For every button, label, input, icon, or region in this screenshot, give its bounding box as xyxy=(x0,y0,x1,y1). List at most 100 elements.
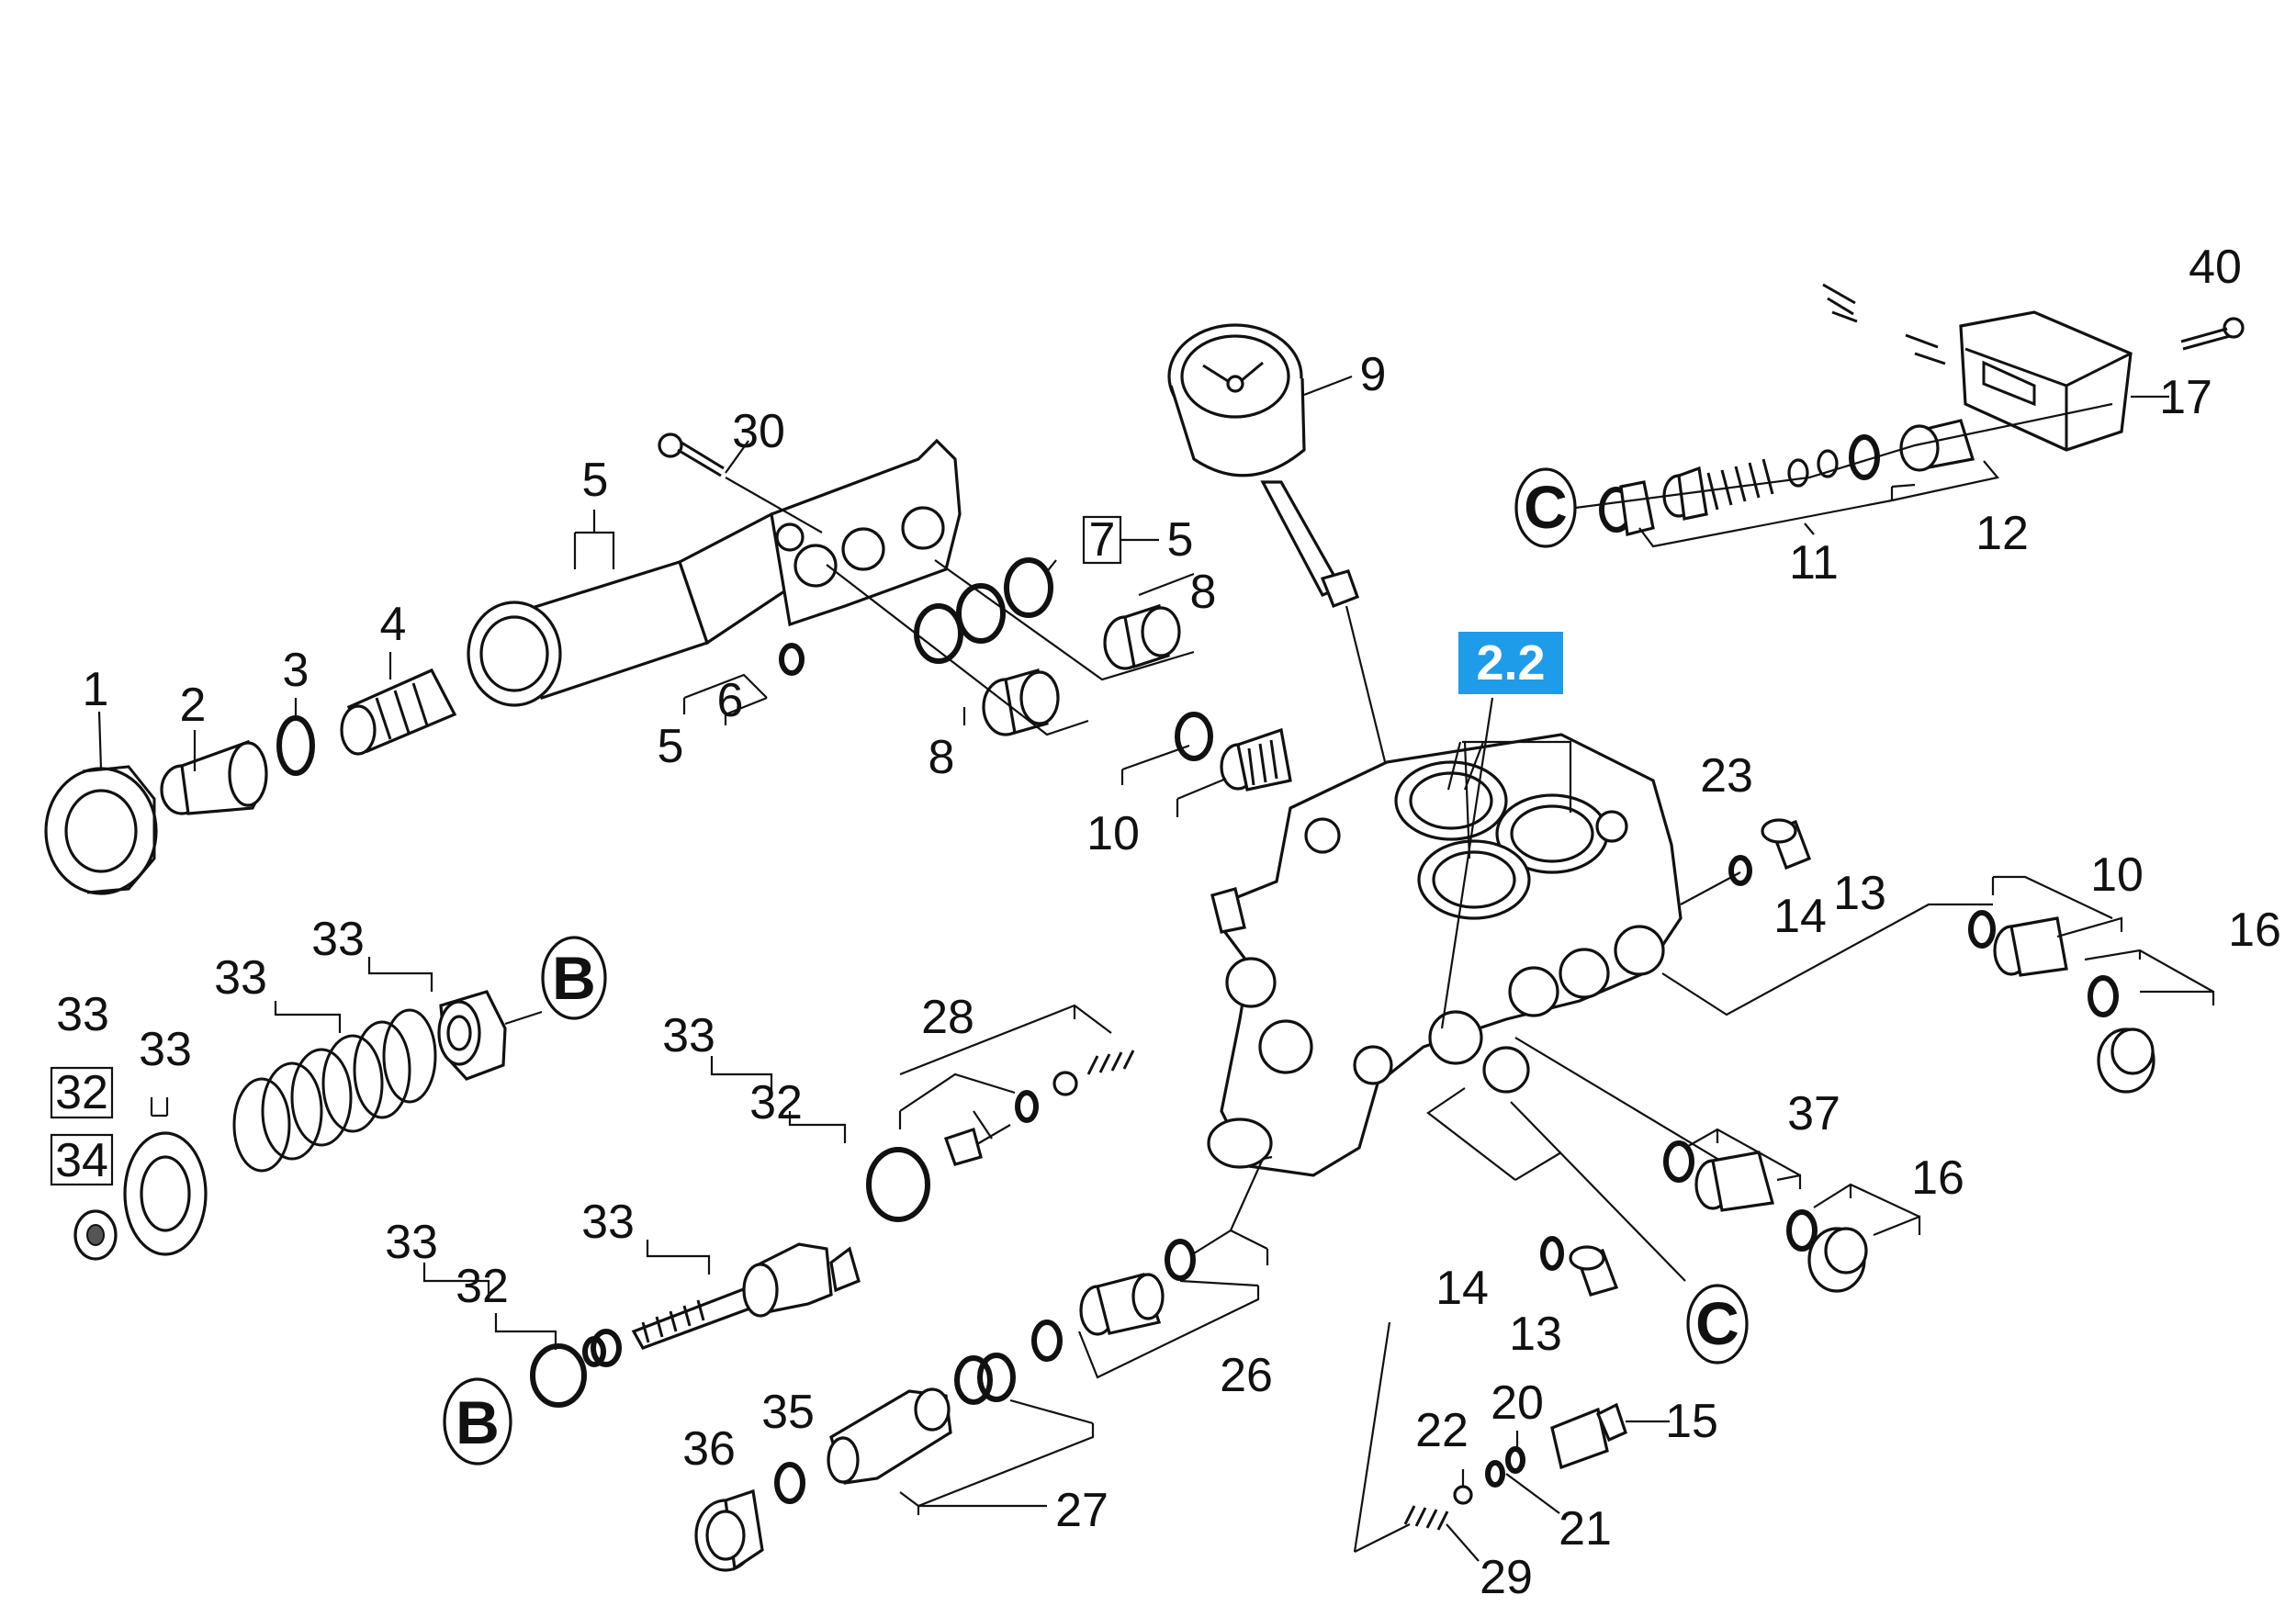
connector-c-lower-letter: C xyxy=(1695,1289,1739,1357)
part-o-ring-20 xyxy=(1505,1446,1525,1474)
callout-37: 37 xyxy=(1787,1087,1840,1140)
section-tag-label: 2.2 xyxy=(1476,635,1545,691)
callout-3: 3 xyxy=(283,644,310,697)
part-o-ring-10 xyxy=(1175,712,1213,761)
part-o-ring-27a xyxy=(954,1355,993,1405)
part-washer xyxy=(123,1131,208,1256)
part-o-ring-32-lower xyxy=(530,1343,587,1408)
part-plug-16-upper xyxy=(2097,1028,2155,1094)
part-o-ring-16-upper xyxy=(2088,975,2119,1017)
callout-14-lower: 14 xyxy=(1435,1262,1489,1315)
callout-8-lower: 8 xyxy=(929,731,955,784)
part-o-ring-27b xyxy=(977,1353,1016,1402)
callout-33-left: 33 xyxy=(56,988,109,1041)
connector-c-upper-letter: C xyxy=(1524,473,1568,541)
callout-33-center: 33 xyxy=(662,1009,715,1062)
callout-17: 17 xyxy=(2159,371,2212,424)
part-valve-housing-27 xyxy=(827,1387,952,1485)
callout-26: 26 xyxy=(1220,1349,1273,1402)
callout-8-upper: 8 xyxy=(1190,566,1217,619)
callout-30: 30 xyxy=(732,405,785,458)
part-union-nut xyxy=(44,711,158,895)
part-o-ring-33-lower xyxy=(591,1329,622,1367)
part-o-ring-37 xyxy=(1663,1140,1694,1183)
callout-33-lowerleft: 33 xyxy=(385,1216,438,1269)
part-screw-40 xyxy=(2180,317,2245,351)
pressure-switch-icon xyxy=(1822,283,2133,452)
part-nipple xyxy=(160,730,268,815)
callout-14-upper: 14 xyxy=(1773,890,1827,943)
part-spring-28 xyxy=(1086,1050,1135,1075)
part-plug-16-lower xyxy=(1807,1227,1868,1293)
callout-4: 4 xyxy=(380,598,407,651)
part-plug-36 xyxy=(694,1488,764,1572)
part-o-ring-26a xyxy=(1165,1239,1196,1281)
callout-9: 9 xyxy=(1360,348,1387,401)
callout-16-lower: 16 xyxy=(1911,1151,1964,1205)
callout-15: 15 xyxy=(1665,1395,1718,1448)
part-o-ring-small xyxy=(779,643,805,676)
callout-27: 27 xyxy=(1055,1484,1109,1537)
callout-5-top: 5 xyxy=(582,454,609,507)
part-o-ring-28 xyxy=(1015,1090,1039,1123)
callout-29: 29 xyxy=(1480,1551,1533,1604)
part-o-ring-26b xyxy=(1031,1320,1063,1362)
callout-33-spring-a: 33 xyxy=(311,913,365,966)
callout-2: 2 xyxy=(180,679,207,732)
callout-22: 22 xyxy=(1415,1404,1469,1457)
part-fitting-15 xyxy=(1550,1402,1670,1470)
part-check-valve-37 xyxy=(1694,1151,1775,1212)
callout-35: 35 xyxy=(761,1386,815,1439)
part-check-valve-upper xyxy=(1220,727,1292,792)
part-o-ring-10-right xyxy=(1968,910,1996,949)
part-o-ring-7c xyxy=(1004,557,1053,618)
callout-11: 11 xyxy=(1789,536,1839,590)
part-o-ring-7b xyxy=(956,583,1006,644)
callout-5-right: 5 xyxy=(1167,513,1194,567)
callout-40: 40 xyxy=(2189,241,2242,294)
part-nut xyxy=(73,1209,118,1261)
callout-6: 6 xyxy=(717,674,744,727)
callout-32-center: 32 xyxy=(749,1076,803,1129)
part-o-ring-14-upper xyxy=(1728,855,1752,886)
connector-c-lower: C xyxy=(1686,1284,1749,1365)
callout-23: 23 xyxy=(1700,749,1753,803)
part-valve-insert-upper xyxy=(1103,603,1181,670)
part-check-valve-right xyxy=(1993,916,2068,977)
callout-28: 28 xyxy=(921,991,974,1044)
connector-c-upper: C xyxy=(1514,467,1577,548)
part-cylinder xyxy=(467,511,792,707)
part-o-ring-33-lower-b xyxy=(582,1336,606,1367)
callout-21: 21 xyxy=(1559,1502,1612,1555)
connector-b-lower-letter: B xyxy=(456,1388,500,1456)
connector-b-upper: B xyxy=(541,936,607,1020)
part-o-ring-7a xyxy=(914,603,963,664)
part-o-ring-35 xyxy=(774,1462,805,1504)
callout-33-stem: 33 xyxy=(581,1196,635,1249)
callout-32-lowerleft: 32 xyxy=(456,1260,509,1313)
callout-34: 34 xyxy=(55,1134,108,1187)
callout-13-lower: 13 xyxy=(1509,1308,1562,1361)
part-piston-holder xyxy=(437,990,507,1081)
callout-labels: 1 2 3 4 5 30 7 5 8 6 5 8 10 9 40 17 12 1… xyxy=(55,241,2281,1604)
connector-b-upper-letter: B xyxy=(552,944,596,1012)
part-spring-29 xyxy=(1403,1505,1449,1531)
part-screw xyxy=(658,432,823,533)
callout-12: 12 xyxy=(1975,507,2029,560)
part-o-ring-16-lower xyxy=(1786,1209,1818,1252)
callout-7: 7 xyxy=(1089,513,1116,567)
part-plug-13-upper xyxy=(1761,818,1812,870)
connector-b-lower: B xyxy=(443,1377,512,1466)
part-o-ring xyxy=(276,715,315,776)
callout-13-upper: 13 xyxy=(1833,867,1886,920)
callout-32-left: 32 xyxy=(55,1066,108,1119)
callout-1: 1 xyxy=(83,663,109,716)
part-valve-stem xyxy=(631,1242,861,1350)
part-valve-insert-26 xyxy=(1079,1273,1165,1336)
part-ball-28 xyxy=(1052,1071,1078,1096)
part-valve-insert-lower xyxy=(982,668,1060,736)
part-o-ring-14-lower xyxy=(1540,1236,1564,1271)
part-switch-components xyxy=(1599,419,1975,536)
part-seat xyxy=(943,1127,983,1166)
